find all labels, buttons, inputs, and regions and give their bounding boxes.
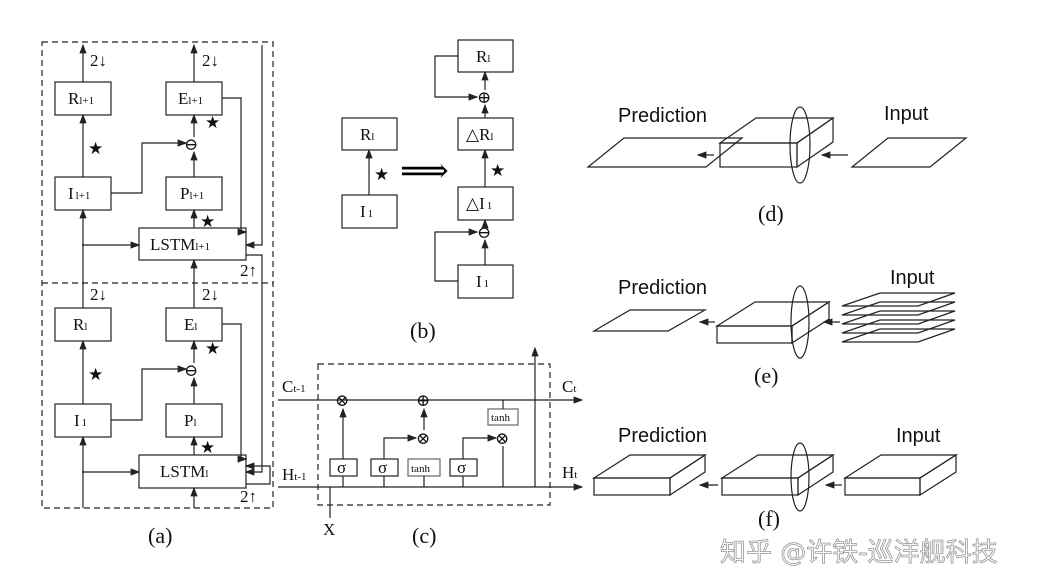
svg-text:Rl: Rl [73,315,87,334]
svg-text:El: El [184,315,197,334]
svg-text:⊕: ⊕ [416,391,430,410]
svg-text:★: ★ [374,165,389,184]
svg-text:I1: I1 [74,411,87,430]
p-label: Pl+1 [180,184,204,203]
watermark: 知乎 @许铁-巡洋舰科技 [720,538,998,566]
svg-text:LSTMl: LSTMl [160,462,208,481]
svg-text:Input: Input [896,425,941,447]
svg-text:Ht-1: Ht-1 [282,465,307,484]
svg-text:△I1: △I1 [466,194,492,213]
upsample-label: 2↑ [240,261,257,280]
e-label: El+1 [178,89,203,108]
downsample-label: 2↓ [90,51,107,70]
svg-text:Pl: Pl [184,411,197,430]
svg-text:(d): (d) [758,201,784,226]
svg-text:⊕: ⊕ [477,88,491,107]
svg-text:⊖: ⊖ [477,223,491,242]
panel-e: Prediction Input (e) [591,267,956,388]
panel-f: Prediction Input (f) [591,425,959,531]
svg-text:(e): (e) [754,363,778,388]
lstm-box [138,227,247,261]
caption-c: (c) [412,523,436,548]
svg-text:Prediction: Prediction [618,425,707,447]
svg-text:Rl: Rl [360,125,374,144]
svg-text:(f): (f) [758,506,780,531]
svg-text:★: ★ [200,438,215,457]
svg-text:★: ★ [490,161,505,180]
minus-symbol: ⊖ [184,135,198,154]
star-conv: ★ [88,139,103,158]
svg-text:tanh: tanh [411,463,430,475]
panel-d: Prediction Input (d) [586,103,968,226]
svg-text:Input: Input [884,103,929,125]
svg-text:σ: σ [457,458,466,477]
svg-text:Ht: Ht [562,463,577,482]
r-label: Rl+1 [68,89,94,108]
svg-text:★: ★ [88,365,103,384]
svg-text:2↓: 2↓ [202,285,219,304]
svg-text:Input: Input [890,267,935,289]
star-conv: ★ [200,212,215,231]
implies-arrow: ⟹ [400,153,449,190]
svg-text:σ: σ [337,458,346,477]
svg-text:2↓: 2↓ [90,285,107,304]
svg-text:X: X [323,520,335,539]
svg-text:Prediction: Prediction [618,277,707,299]
svg-text:Ct-1: Ct-1 [282,377,306,396]
star-conv: ★ [205,113,220,132]
svg-text:I1: I1 [360,202,373,221]
svg-text:⊖: ⊖ [184,361,198,380]
svg-text:★: ★ [205,339,220,358]
svg-text:⊗: ⊗ [416,429,430,448]
svg-text:⊗: ⊗ [495,429,509,448]
svg-text:Rl: Rl [476,47,490,66]
svg-text:Ct: Ct [562,377,576,396]
svg-text:2↑: 2↑ [240,487,257,506]
svg-text:Prediction: Prediction [618,105,707,127]
caption-a: (a) [148,523,172,548]
svg-text:△Rl: △Rl [466,125,493,144]
svg-text:σ: σ [378,458,387,477]
downsample-label: 2↓ [202,51,219,70]
lstm-label: LSTMl+1 [150,235,210,254]
r-box [54,81,112,116]
panel-c: Ct-1 Ct Ht-1 Ht X σ σ tanh σ tanh ⊗ ⊕ ⊗ … [278,346,584,548]
svg-text:I1: I1 [476,272,489,291]
svg-text:⊗: ⊗ [335,391,349,410]
caption-b: (b) [410,318,436,343]
svg-text:tanh: tanh [491,412,510,424]
